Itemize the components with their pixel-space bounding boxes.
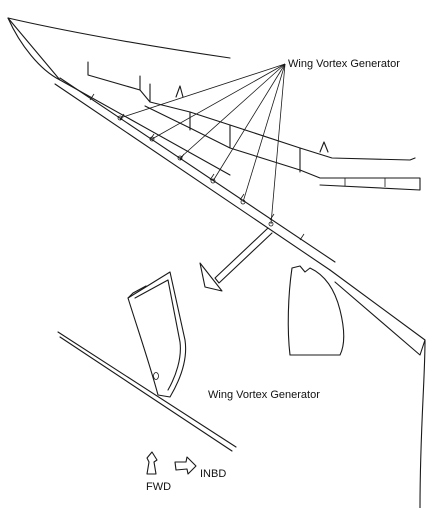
detail-arrow-icon <box>199 227 273 292</box>
inbd-arrow-icon <box>174 456 197 475</box>
callout-label-top: Wing Vortex Generator <box>288 58 400 70</box>
nacelle-outline <box>287 265 345 356</box>
vortex-generator-detail <box>57 271 237 452</box>
vortex-generator-5 <box>240 199 246 205</box>
vortex-generator-1 <box>117 115 123 121</box>
vortex-generator-4 <box>210 178 216 184</box>
callout-label-detail: Wing Vortex Generator <box>208 389 320 401</box>
wing-outline <box>7 17 426 508</box>
fwd-arrow-icon <box>146 451 158 475</box>
fwd-label: FWD <box>146 481 171 493</box>
vortex-generators <box>117 115 274 227</box>
inbd-label: INBD <box>200 468 226 480</box>
callout-leader-lines <box>119 63 286 225</box>
trailing-edge-panels <box>87 61 421 191</box>
vortex-generator-2 <box>149 136 155 142</box>
vortex-generator-3 <box>177 155 183 161</box>
